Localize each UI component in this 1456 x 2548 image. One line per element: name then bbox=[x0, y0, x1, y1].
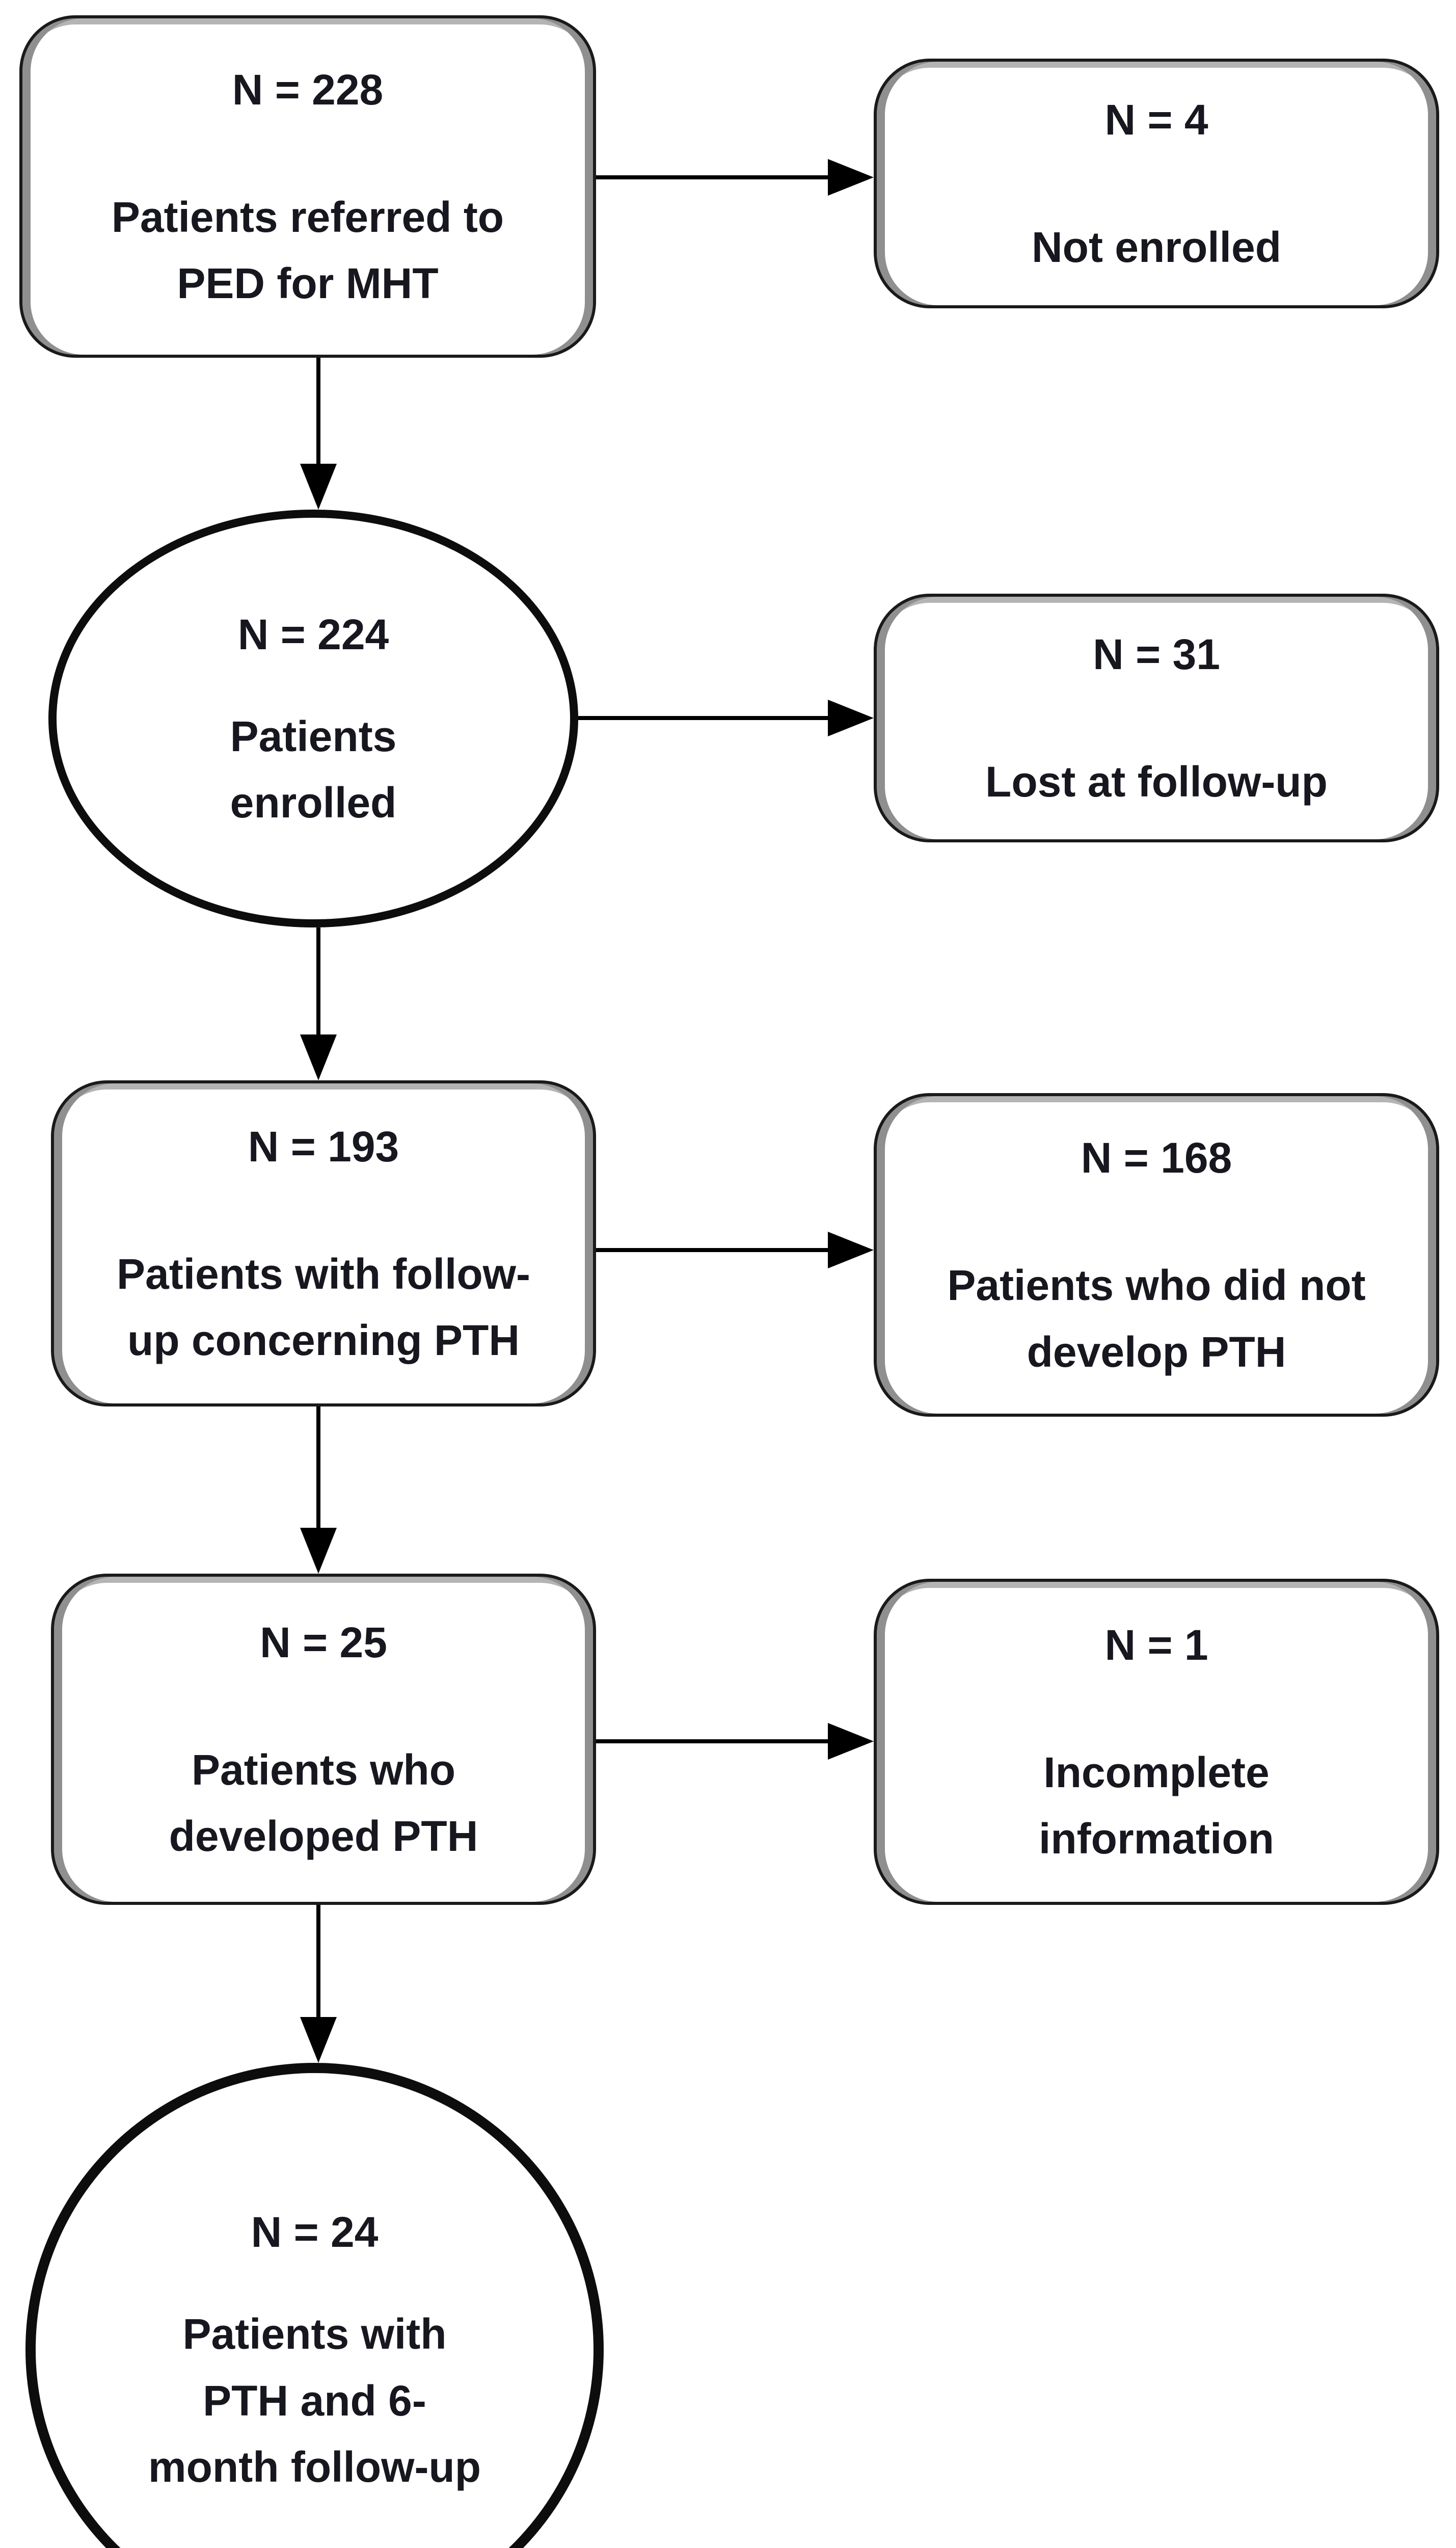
count-label: N = 224 bbox=[237, 610, 389, 658]
count-label: N = 25 bbox=[260, 1618, 387, 1666]
arrow-referred-to-enrolled bbox=[316, 358, 320, 464]
arrow-enrolled-to-followup bbox=[316, 927, 320, 1034]
count-label: N = 193 bbox=[248, 1122, 399, 1171]
description-label: Patients with follow- up concerning PTH bbox=[117, 1250, 530, 1365]
node-followup-concerning-pth: N = 193 Patients with follow- up concern… bbox=[51, 1080, 596, 1406]
node-patients-enrolled: N = 224 Patients enrolled bbox=[48, 510, 578, 927]
count-label: N = 228 bbox=[232, 65, 384, 114]
node-incomplete-information: N = 1 Incomplete information bbox=[874, 1579, 1439, 1905]
node-developed-pth: N = 25 Patients who developed PTH bbox=[51, 1574, 596, 1905]
node-not-enrolled: N = 4 Not enrolled bbox=[874, 59, 1439, 308]
arrow-followup-to-no-pth bbox=[596, 1248, 828, 1252]
arrow-followup-to-developed bbox=[316, 1406, 320, 1528]
description-label: Incomplete information bbox=[1039, 1748, 1274, 1863]
arrow-enrolled-to-lost bbox=[578, 716, 828, 720]
description-label: Patients who developed PTH bbox=[169, 1745, 478, 1861]
count-label: N = 1 bbox=[1104, 1621, 1208, 1669]
arrow-referred-to-not-enrolled bbox=[596, 175, 828, 179]
count-label: N = 31 bbox=[1093, 630, 1220, 678]
description-label: Patients enrolled bbox=[230, 712, 397, 827]
description-label: Patients referred to PED for MHT bbox=[111, 193, 504, 308]
count-label: N = 4 bbox=[1104, 95, 1208, 144]
arrow-developed-to-final bbox=[316, 1905, 320, 2017]
description-label: Lost at follow-up bbox=[985, 758, 1328, 806]
arrow-developed-to-incomplete bbox=[596, 1739, 828, 1743]
node-did-not-develop-pth: N = 168 Patients who did not develop PTH bbox=[874, 1093, 1439, 1417]
count-label: N = 24 bbox=[251, 2208, 379, 2257]
count-label: N = 168 bbox=[1081, 1134, 1232, 1182]
description-label: Not enrolled bbox=[1031, 223, 1281, 271]
description-label: Patients who did not develop PTH bbox=[947, 1261, 1366, 1376]
node-patients-referred: N = 228 Patients referred to PED for MHT bbox=[19, 15, 596, 358]
description-label: Patients with PTH and 6- month follow-up bbox=[148, 2310, 481, 2491]
node-lost-at-followup: N = 31 Lost at follow-up bbox=[874, 594, 1439, 842]
node-pth-6month-followup: N = 24 Patients with PTH and 6- month fo… bbox=[25, 2063, 604, 2548]
